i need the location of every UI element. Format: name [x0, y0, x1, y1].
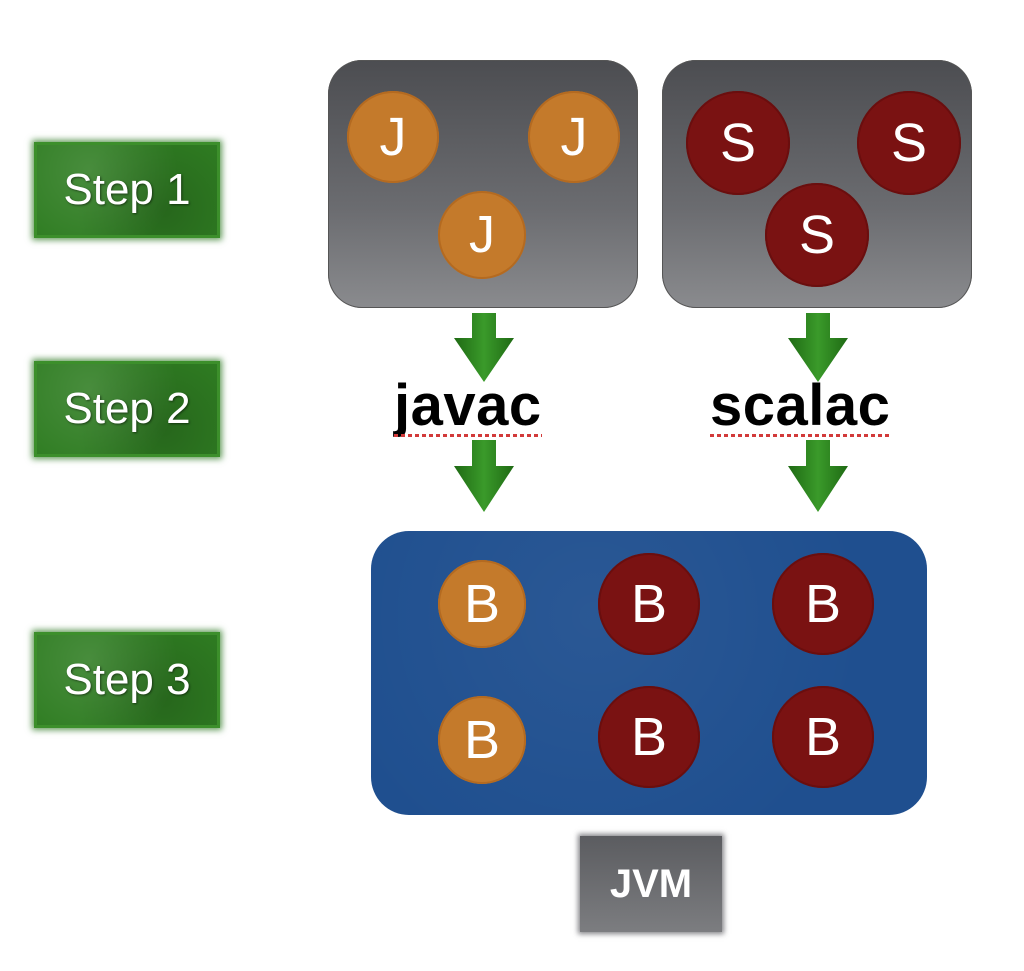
spellcheck-underline [710, 434, 891, 437]
spellcheck-underline [394, 434, 542, 437]
scala-bytecode-file: B [598, 686, 700, 788]
java-source-file: J [347, 91, 439, 183]
java-bytecode-file: B [438, 560, 526, 648]
scala-source-file: S [765, 183, 869, 287]
step-3-label: Step 3 [34, 632, 220, 728]
javac-compiler-label: javac [394, 373, 542, 438]
java-bytecode-file: B [438, 696, 526, 784]
java-source-file: J [438, 191, 526, 279]
arrow-down-icon [454, 313, 514, 382]
scala-bytecode-file: B [598, 553, 700, 655]
arrow-down-icon [788, 313, 848, 382]
java-source-file: J [528, 91, 620, 183]
arrow-down-icon [454, 440, 514, 512]
step-2-label: Step 2 [34, 361, 220, 457]
scalac-compiler-label: scalac [710, 373, 891, 438]
step-1-label: Step 1 [34, 142, 220, 238]
scala-bytecode-file: B [772, 553, 874, 655]
arrow-down-icon [788, 440, 848, 512]
scala-source-file: S [686, 91, 790, 195]
jvm-label: JVM [580, 836, 722, 932]
scala-source-file: S [857, 91, 961, 195]
scala-bytecode-file: B [772, 686, 874, 788]
